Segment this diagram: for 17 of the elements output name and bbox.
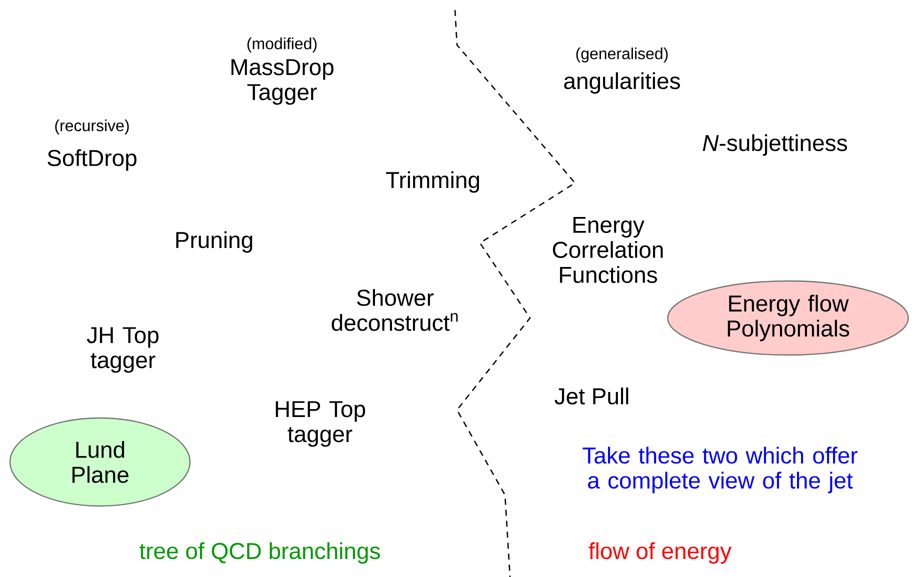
method-label: angularities (564, 72, 680, 94)
method-label: SoftDrop (48, 149, 136, 171)
method-label: Trimming (386, 171, 479, 193)
method-label: Pruning (176, 231, 252, 253)
method-label: Jet Pull (554, 388, 628, 404)
method-label: HEP Top tagger (276, 401, 366, 447)
method-label: Take these two which offer a complete view of the jet (582, 446, 858, 494)
method-label: flow of energy (588, 542, 732, 564)
method-label: tree of QCD branchings (140, 542, 380, 564)
method-label: JH Top tagger (86, 327, 158, 373)
annotation-text: (generalised) (576, 48, 668, 62)
method-label: Energy Correlation Functions (552, 216, 663, 284)
annotation-text: (modified) (247, 38, 317, 52)
method-label: MassDrop Tagger (232, 59, 334, 105)
method-label: Shower deconstruct$^{n}$ (332, 289, 458, 331)
method-label: N-subjettiness (702, 134, 848, 156)
annotation-text: (recursive) (55, 120, 129, 134)
